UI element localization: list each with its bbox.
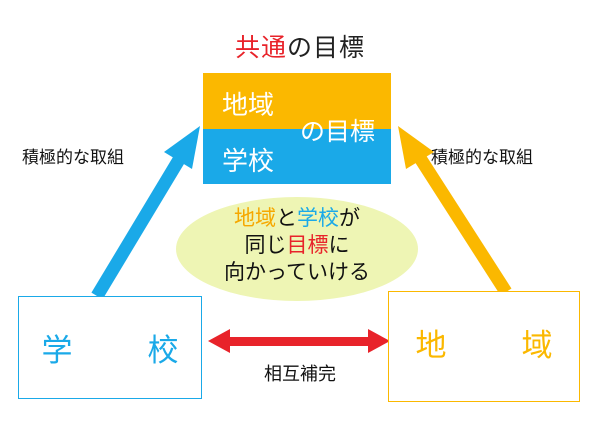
region-node-label: 地 域 xyxy=(415,328,575,364)
oval-line-3: 向かっていける xyxy=(224,260,370,284)
oval-line-1: 地域と学校が xyxy=(234,206,360,230)
region-node: 地 域 xyxy=(388,291,580,402)
right-arrow-label: 積極的な取組 xyxy=(431,148,533,168)
goal-box-school-label: 学校 xyxy=(222,147,275,177)
mutual-arrow-label: 相互補完 xyxy=(264,364,336,385)
mutual-arrow xyxy=(208,329,390,353)
center-oval xyxy=(176,197,418,301)
left-arrow-label: 積極的な取組 xyxy=(22,148,124,168)
goal-box-top xyxy=(203,73,391,129)
center-oval-text: 地域と学校が 同じ目標に 向かっていける xyxy=(176,205,418,286)
oval-line-2: 同じ目標に xyxy=(244,233,350,257)
school-node-label: 学 校 xyxy=(41,333,201,369)
goal-box-region-label: 地域 xyxy=(222,91,275,121)
left-arrow xyxy=(91,126,200,300)
diagram-title: 共通の目標 xyxy=(234,33,366,62)
school-node: 学 校 xyxy=(18,296,202,399)
goal-box-bottom xyxy=(203,129,391,184)
goal-box-suffix: の目標 xyxy=(300,117,376,146)
right-arrow xyxy=(398,126,512,296)
